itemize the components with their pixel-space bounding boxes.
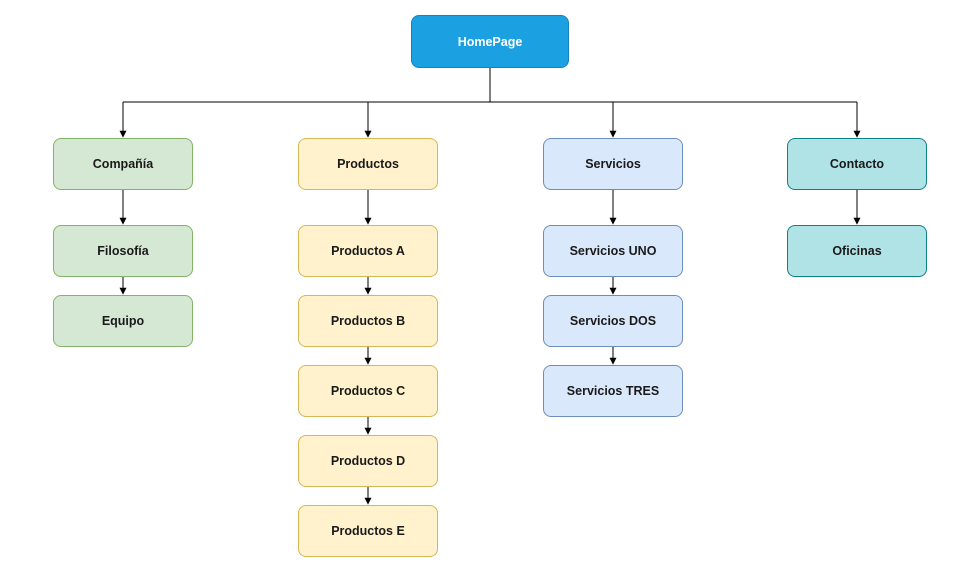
node-filosofia[interactable]: Filosofía: [53, 225, 193, 277]
node-equipo[interactable]: Equipo: [53, 295, 193, 347]
node-productos-a[interactable]: Productos A: [298, 225, 438, 277]
node-servicios-uno[interactable]: Servicios UNO: [543, 225, 683, 277]
node-oficinas[interactable]: Oficinas: [787, 225, 927, 277]
node-productos-c[interactable]: Productos C: [298, 365, 438, 417]
node-contacto[interactable]: Contacto: [787, 138, 927, 190]
node-servicios[interactable]: Servicios: [543, 138, 683, 190]
node-productos-b[interactable]: Productos B: [298, 295, 438, 347]
node-productos-e[interactable]: Productos E: [298, 505, 438, 557]
node-homepage[interactable]: HomePage: [411, 15, 569, 68]
node-compania[interactable]: Compañía: [53, 138, 193, 190]
node-servicios-tres[interactable]: Servicios TRES: [543, 365, 683, 417]
node-servicios-dos[interactable]: Servicios DOS: [543, 295, 683, 347]
node-productos[interactable]: Productos: [298, 138, 438, 190]
node-productos-d[interactable]: Productos D: [298, 435, 438, 487]
